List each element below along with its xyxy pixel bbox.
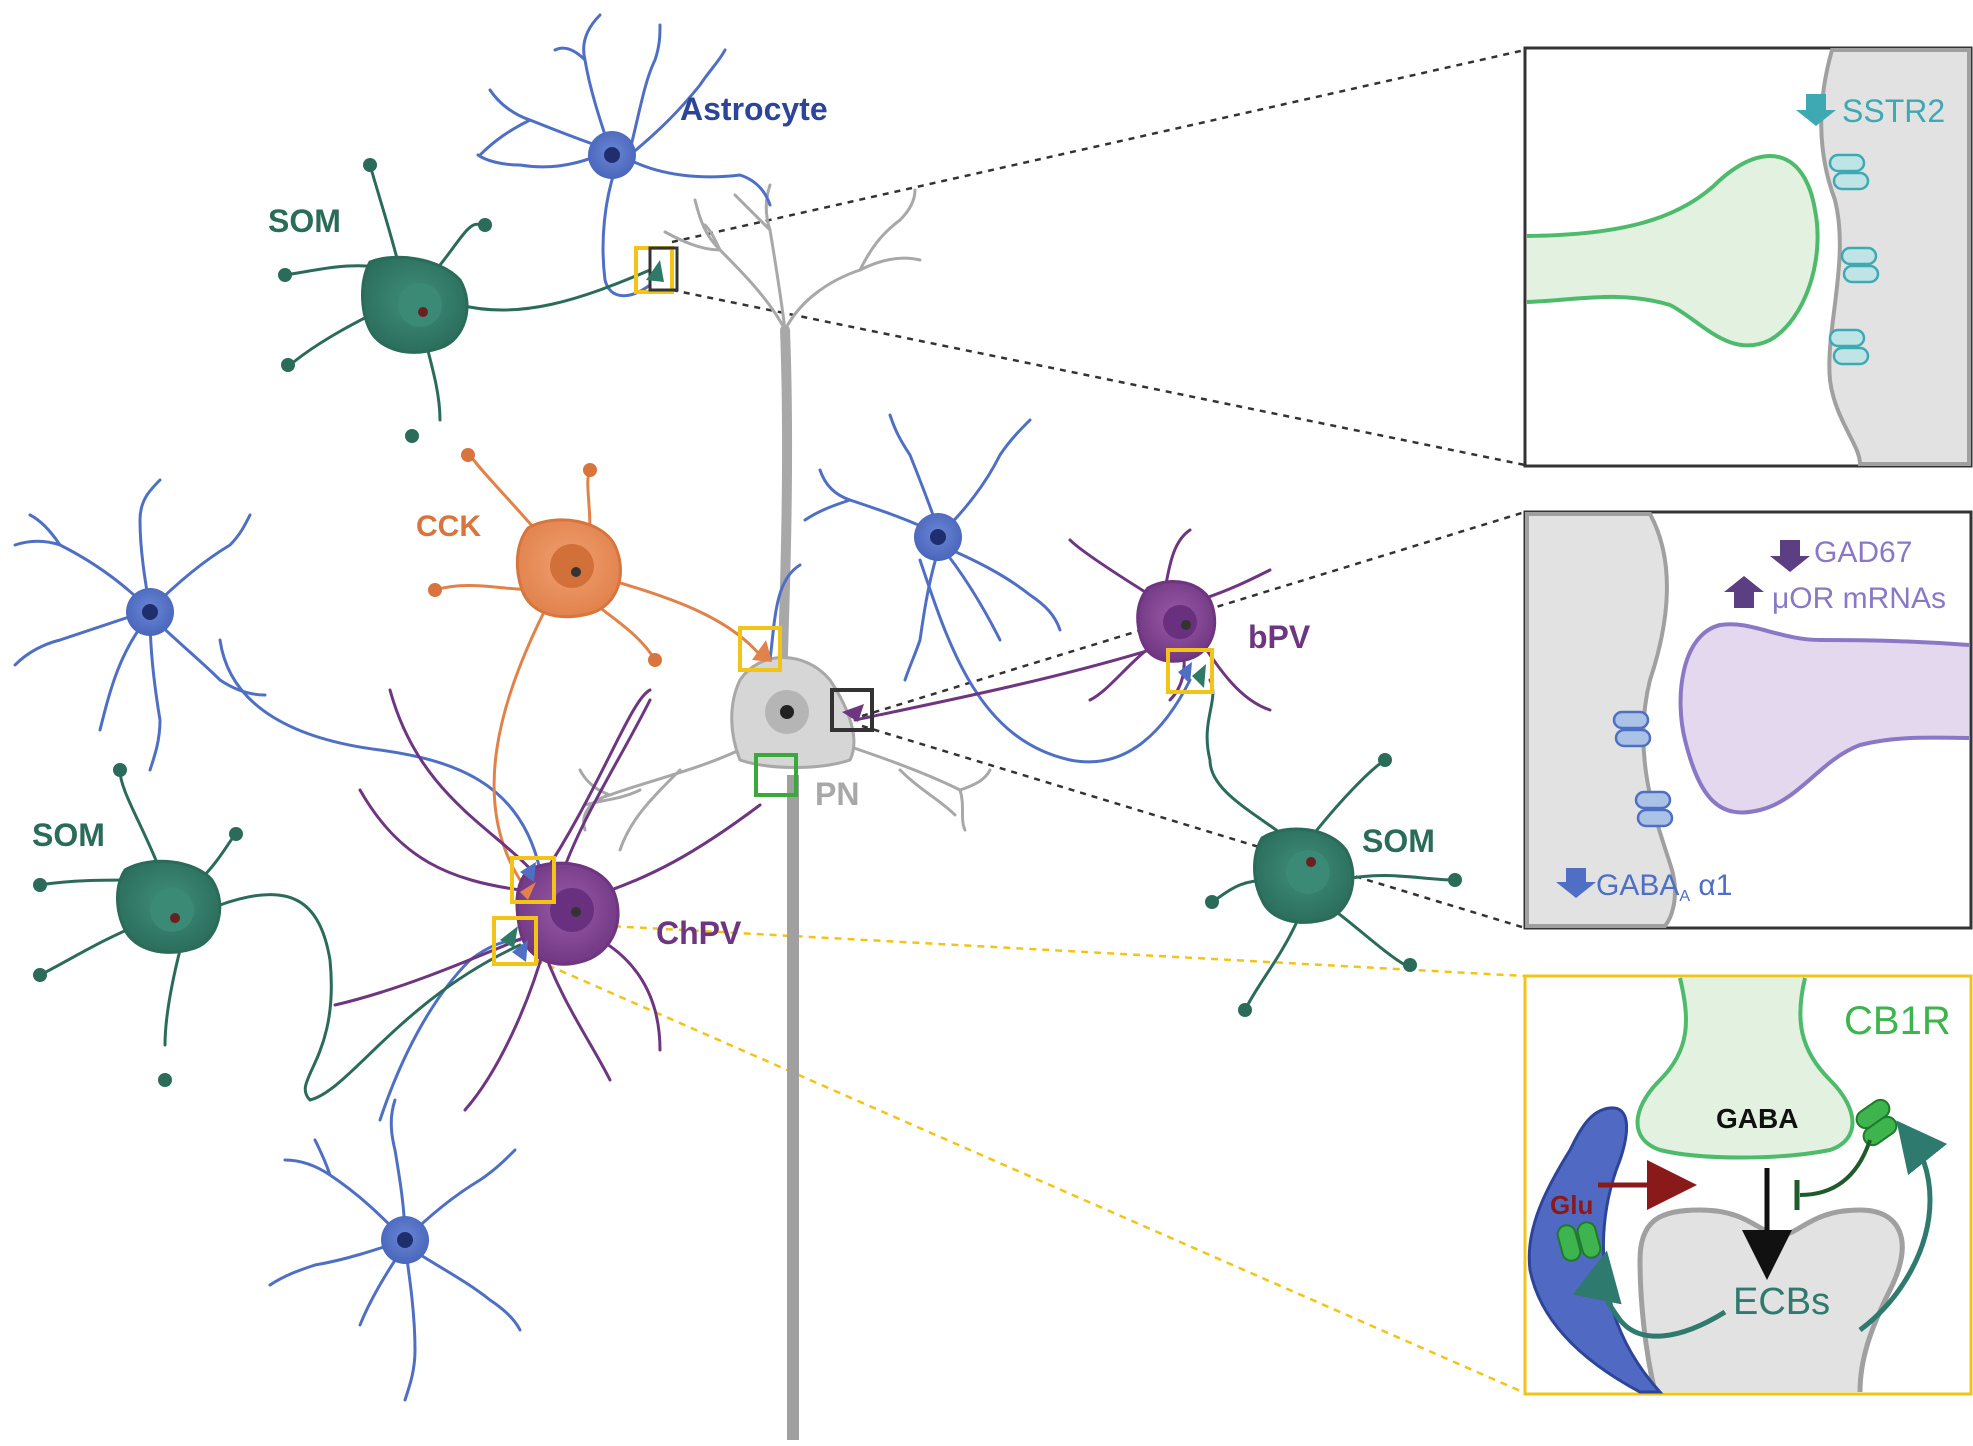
som-cell-left — [33, 763, 522, 1102]
sstr2-label: SSTR2 — [1842, 93, 1945, 129]
panel-gad67: GAD67 μOR mRNAs GABAA α1 — [1523, 510, 1973, 930]
astrocyte-bottom — [268, 938, 522, 1402]
gaba-label: GABA — [1716, 1103, 1798, 1134]
gad67-down-arrow — [1770, 540, 1810, 572]
gaba-a-label: GABAA α1 — [1596, 869, 1732, 905]
ecb-arrow-right — [1858, 1120, 1948, 1332]
synapse-box-yellow-bpv — [1166, 648, 1214, 694]
ecbs-label: ECBs — [1733, 1281, 1830, 1323]
gad67-label: GAD67 — [1814, 536, 1912, 569]
ecb-arrow-left — [1572, 1250, 1727, 1339]
som-left-label: SOM — [32, 817, 105, 853]
chpv-cell — [333, 688, 762, 1112]
glu-label: Glu — [1550, 1190, 1593, 1220]
synapse-box-yellow-chpv-bottom — [492, 916, 538, 966]
bpv-cell — [853, 528, 1272, 722]
astrocyte-label: Astrocyte — [680, 91, 828, 127]
synapse-box-yellow-chpv-top — [510, 856, 556, 904]
astrocyte-top — [476, 13, 772, 298]
cck-cell — [428, 448, 762, 882]
panel-cb1r: CB1R GABA Glu ECBs — [1523, 974, 1973, 1396]
sstr2-receptors — [1828, 153, 1880, 366]
astrocyte-left — [13, 478, 542, 872]
chpv-label: ChPV — [656, 915, 742, 951]
cb1r-label: CB1R — [1844, 999, 1951, 1043]
zoom-guide-lines — [535, 48, 1526, 1395]
som-right-label: SOM — [1362, 823, 1435, 859]
synapse-box-yellow-cck — [738, 626, 782, 672]
mor-label: μOR mRNAs — [1772, 582, 1946, 615]
panel-sstr2: SSTR2 — [1523, 46, 1973, 468]
astrocyte-right — [768, 413, 1192, 764]
cck-label: CCK — [416, 510, 481, 543]
mor-up-arrow — [1724, 576, 1764, 608]
pyramidal-neuron — [578, 183, 992, 1440]
gaba-a-down-arrow — [1556, 868, 1596, 898]
bpv-label: bPV — [1248, 619, 1311, 655]
som-cell-top — [278, 158, 652, 443]
gaba-a-receptors — [1612, 710, 1674, 828]
synapse-box-black-bpv — [830, 688, 874, 732]
synapse-box-yellow-astro — [634, 246, 679, 294]
synapse-box-green-ais — [754, 753, 798, 797]
som-top-label: SOM — [268, 203, 341, 239]
cb1r-inhibition-line — [1799, 1139, 1872, 1197]
pn-label: PN — [815, 776, 859, 812]
som-cell-right — [1205, 678, 1462, 1017]
sstr2-down-arrow — [1796, 94, 1836, 126]
cb1r-receptors — [1556, 1098, 1898, 1262]
